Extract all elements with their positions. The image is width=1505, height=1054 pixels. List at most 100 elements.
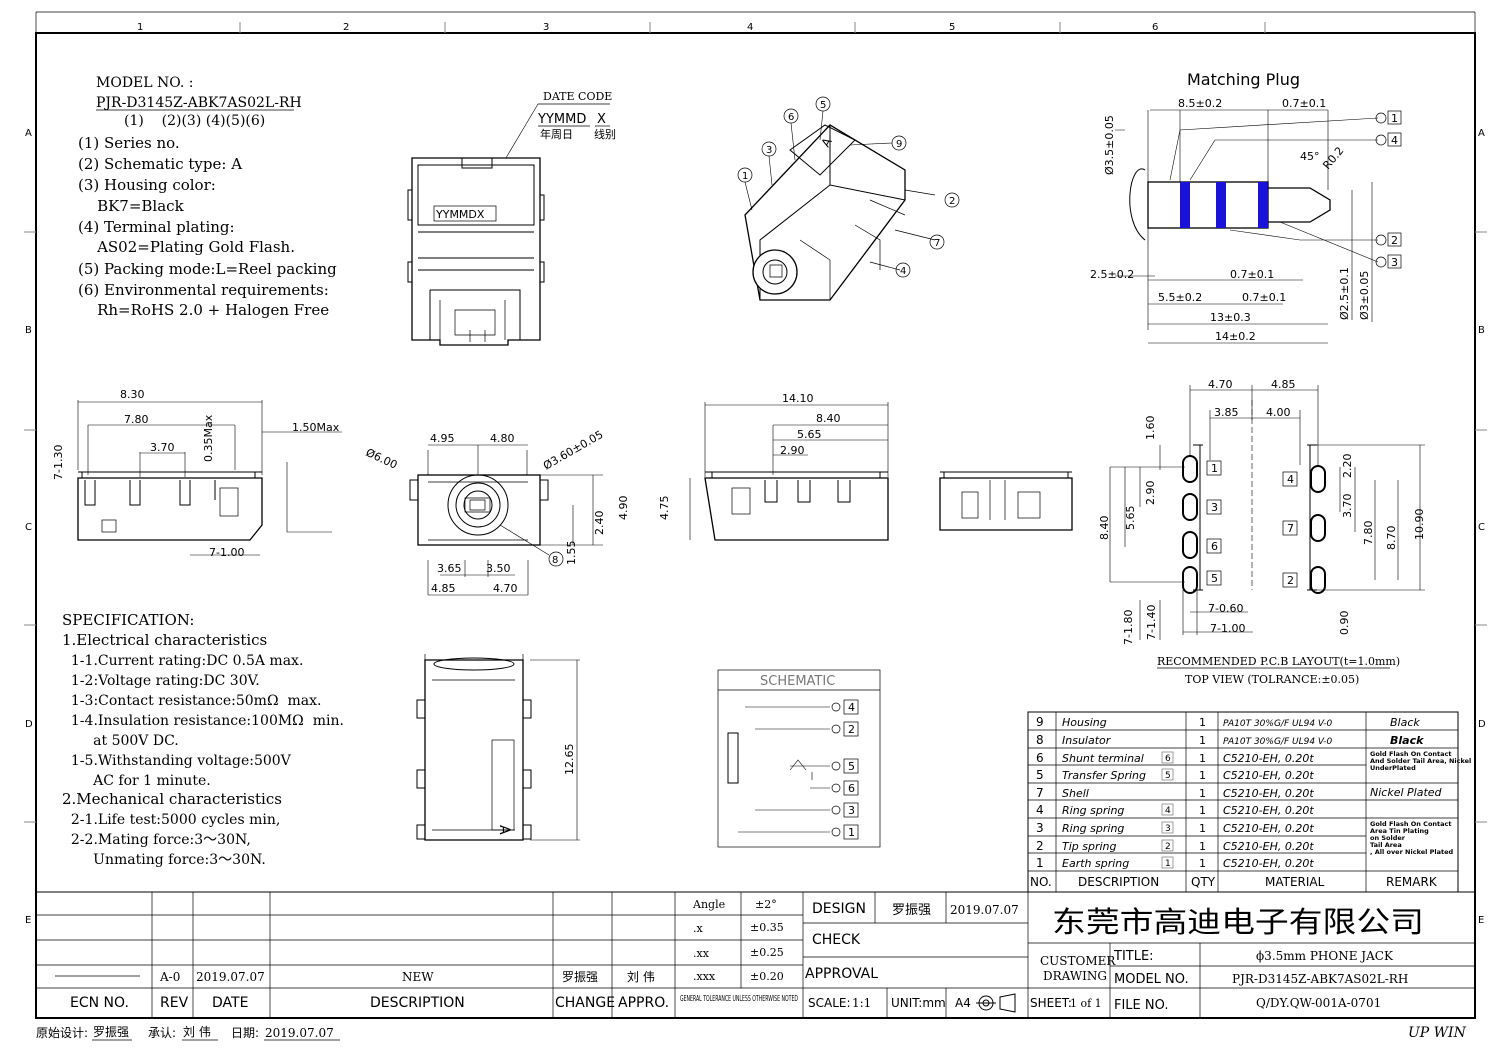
pcb-dim: 10.90 [1413,509,1426,541]
side-dim: 0.35Max [202,414,215,462]
plug-dim: 0.7±0.1 [1230,268,1274,281]
bom-qty: 1 [1199,787,1206,800]
rev-header: DATE [212,995,248,1011]
bom-no: 9 [1036,715,1044,729]
model-label: MODEL NO. : [96,75,194,91]
unit-label: UNIT:mm [891,996,946,1010]
bom-tag: 5 [1165,771,1171,781]
schematic-pin: 2 [848,723,855,736]
grid-row-label: D [25,719,33,730]
corner-label: UP WIN [1408,1025,1467,1041]
footer-date: 2019.07.07 [265,1026,334,1040]
front-dim: Ø3.60±0.05 [541,428,605,473]
bom-qty: 1 [1199,857,1206,870]
design-date: 2019.07.07 [950,903,1019,917]
bottom-view: A 12.65 [416,654,580,841]
plug-stripe [1180,182,1190,228]
pcb-pin: 7 [1287,522,1294,535]
sheet-label: SHEET: [1030,996,1072,1010]
pcb-dim: 1.60 [1144,416,1157,441]
tol-value: ±2° [755,898,777,911]
bom-qty: 1 [1199,769,1206,782]
pcb-caption: RECOMMENDED P.C.B LAYOUT(t=1.0mm) [1157,655,1400,668]
front-dim: 2.40 [593,511,606,536]
pcb-pin: 4 [1287,473,1294,486]
bom-tag: 4 [1165,806,1171,816]
bom-tag-box [1161,821,1174,834]
projection-symbol-icon [976,993,1016,1013]
bottom-dim: 12.65 [563,744,576,776]
spec-line: 1-3:Contact resistance:50mΩ max. [62,693,321,709]
spec-line: 1-4.Insulation resistance:100MΩ min. [62,713,344,729]
iso-view: A 1 3 6 5 9 2 7 4 [737,96,960,301]
general-tolerance: GENERAL TOLERANCE UNLESS OTHERWISE NOTED [680,994,798,1003]
footer: 原始设计: 罗振强 承认: 刘 伟 日期: 2019.07.07 UP WIN [36,1025,1467,1041]
grid-row-label: A [1478,128,1485,139]
front-dim: 4.80 [490,432,515,445]
spec-line: 2.Mechanical characteristics [62,790,282,808]
bom-material: C5210-EH, 0.20t [1223,822,1314,835]
bottom-letter: A [496,825,512,835]
model-part-number: PJR-D3145Z-ABK7AS02L-RH [96,95,302,111]
grid-labels: 1 2 3 4 5 6 A B C D E A B C D E [25,22,1486,926]
plug-dim: 0.7±0.1 [1242,291,1286,304]
bom-tag-box [1161,803,1174,816]
rev-header: APPRO. [618,995,669,1011]
date-code-caption: 年周日 [540,127,573,141]
model-item: (4) Terminal plating: [78,218,235,236]
bom-desc: Earth spring [1062,857,1129,870]
date-stamp: YYMMDX [435,208,485,221]
bom-header: MATERIAL [1265,875,1325,889]
plug-dim: Ø2.5±0.1 [1338,267,1351,320]
bom-tag: 2 [1165,842,1171,852]
plug-dim: 8.5±0.2 [1178,97,1222,110]
grid-col-label: 5 [949,22,955,33]
pcb-dim: 7-1.40 [1145,605,1158,640]
spec-line: 1.Electrical characteristics [62,631,267,649]
bom-material: PA10T 30%G/F UL94 V-0 [1223,719,1333,729]
plug-dim: R0.2 [1320,144,1346,172]
model-item: Rh=RoHS 2.0 + Halogen Free [78,301,329,319]
bom-no: 7 [1036,786,1044,800]
bom-qty: 1 [1199,734,1206,747]
rev-value: A-0 [159,970,180,984]
pcb-dim: 2.90 [1144,481,1157,506]
right-dim: 2.90 [780,444,805,457]
pcb-dim: 2.20 [1341,454,1354,479]
spec-title: SPECIFICATION: [62,611,194,629]
pcb-dim: 7.80 [1362,521,1375,546]
iso-balloon: 5 [820,100,826,111]
plug-dim: 5.5±0.2 [1158,291,1202,304]
bom-desc: Shell [1062,787,1089,800]
plug-pin: 4 [1391,134,1398,147]
pcb-dim: 4.00 [1266,406,1291,419]
rev-header: REV [160,995,189,1011]
model-item: (5) Packing mode:L=Reel packing [78,260,337,278]
iso-balloon: 1 [742,171,748,182]
matching-plug: Matching Plug 8.5±0.2 0.7±0.1 Ø3.5±0.05 … [1090,70,1402,344]
model-legend: MODEL NO. : PJR-D3145Z-ABK7AS02L-RH (1) … [78,75,337,319]
specification: SPECIFICATION: 1.Electrical characterist… [62,611,344,868]
bom-desc: Insulator [1062,734,1112,747]
footer-approver-label: 承认: [148,1026,176,1040]
pcb-pin: 6 [1211,540,1218,553]
bom-qty: 1 [1199,716,1206,729]
front-dim: 4.90 [617,496,630,521]
customer-drawing-line1: CUSTOMER [1040,954,1116,968]
tol-key: .x [693,922,703,935]
footer-designer: 罗振强 [93,1025,129,1039]
bom-tag-box [1161,768,1174,781]
date-code-format: YYMMD [537,112,586,127]
bom-tag: 6 [1165,754,1171,764]
model-item: (3) Housing color: [78,176,216,194]
iso-balloon: 3 [766,145,772,156]
bom-desc: Tip spring [1062,840,1117,853]
bom-no: 8 [1036,733,1044,747]
front-balloon: 8 [552,555,558,566]
spec-line: 1-2:Voltage rating:DC 30V. [62,673,260,689]
file-no-label: FILE NO. [1114,998,1168,1013]
bom-material: C5210-EH, 0.20t [1223,857,1314,870]
bom-qty: 1 [1199,804,1206,817]
bom-tag: 3 [1165,824,1171,834]
title-block: ECN NO. REV DATE DESCRIPTION CHANGE APPR… [35,891,1476,1019]
